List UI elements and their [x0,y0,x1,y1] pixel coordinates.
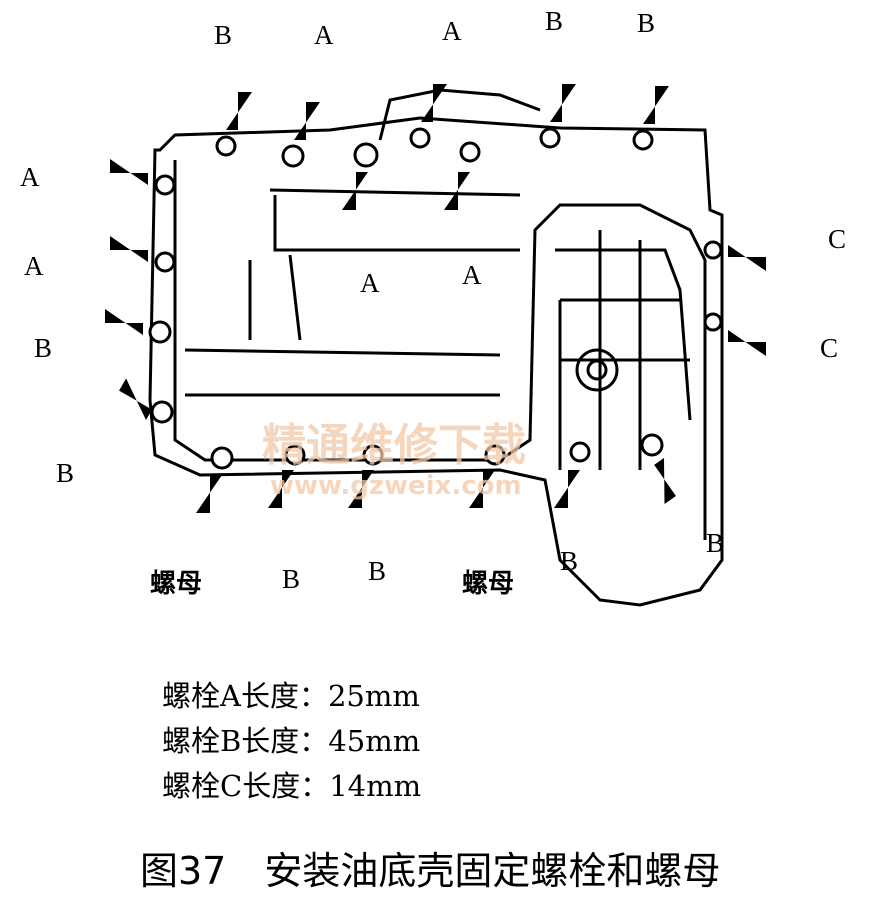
label-bottom-3: B [368,556,386,586]
figure-number: 图37 [140,849,227,893]
arrow-right-1 [728,233,766,271]
label-bottom-6: B [706,528,724,558]
arrow-left-1 [110,159,148,197]
label-bottom-2: B [282,564,300,594]
label-top-3: A [442,16,462,46]
watermark-title: 精通维修下载 [262,420,526,471]
label-left-1: A [20,162,40,192]
arrow-top-5 [631,86,669,124]
arrow-right-2 [728,318,766,356]
label-left-4: B [56,458,74,488]
label-top-2: A [314,20,334,50]
arrow-left-2 [110,236,148,274]
label-top-1: B [214,20,232,50]
label-bottom-nut-2: 螺母 [462,569,514,599]
label-right-2: C [820,333,838,363]
watermark-url: www.gzweix.com [270,471,522,501]
oil-pan-diagram: 精通维修下载 www.gzweix.com B A A B B A A B B … [20,6,846,607]
arrow-top-2 [282,102,320,140]
arrow-top-3 [409,84,447,122]
arrow-top-4 [538,84,576,122]
oil-pan-outline [148,88,724,607]
label-inner-2: A [462,260,482,290]
figure-caption: 图37 安装油底壳固定螺栓和螺母 [140,840,820,895]
figure-title: 安装油底壳固定螺栓和螺母 [264,849,721,893]
spec-bolt-b: 螺栓B长度：45mm [162,724,421,758]
arrow-bottom-1 [196,475,234,513]
spec-bolt-a: 螺栓A长度：25mm [162,679,420,713]
bolt-heads [148,127,723,470]
label-left-2: A [24,251,44,281]
label-bottom-5: B [560,546,578,576]
arrow-bottom-5 [554,470,592,508]
label-bottom-nut-1: 螺母 [150,569,202,599]
label-right-1: C [828,224,846,254]
arrow-bottom-6 [642,451,696,505]
spec-bolt-c: 螺栓C长度：14mm [162,769,422,803]
bolt-length-specs: 螺栓A长度：25mm 螺栓B长度：45mm 螺栓C长度：14mm [162,674,562,809]
arrow-top-1 [214,92,252,130]
label-inner-1: A [360,268,380,298]
arrow-inner-2 [444,172,482,210]
label-top-5: B [637,8,655,38]
label-top-4: B [545,6,563,36]
label-left-3: B [34,333,52,363]
arrow-left-3 [105,309,143,347]
